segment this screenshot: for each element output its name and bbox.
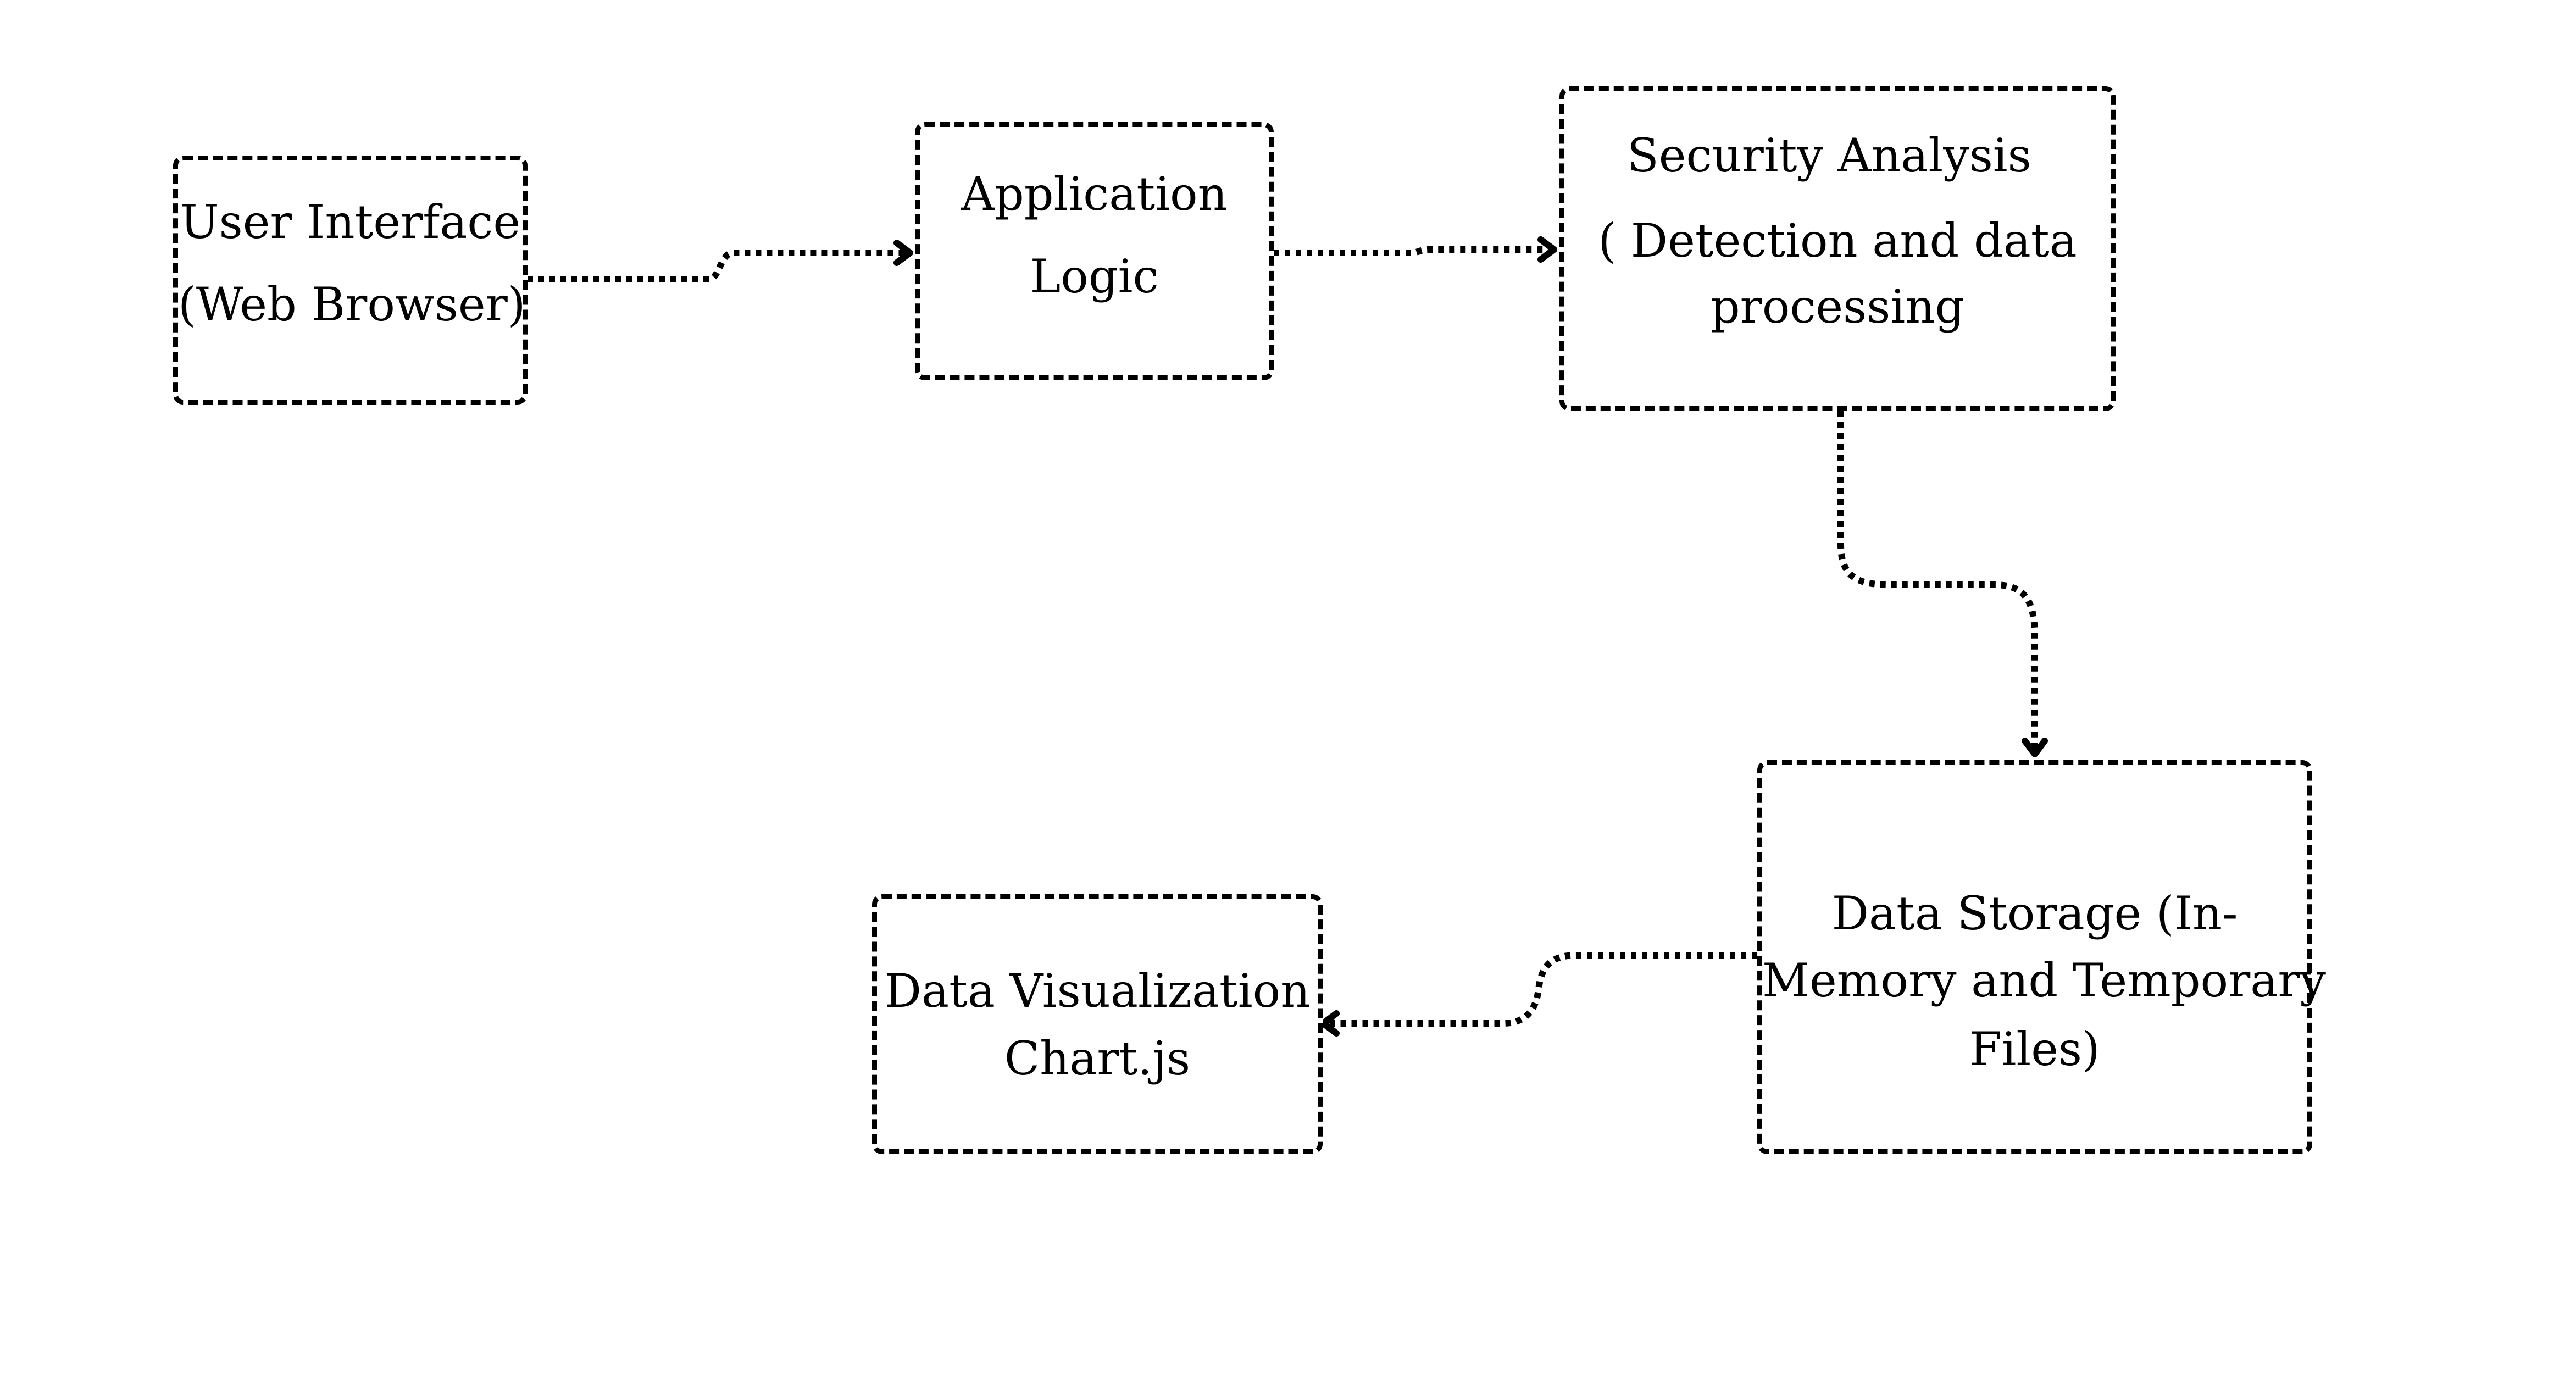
node-security-analysis: Security Analysis ( Detection and data p… xyxy=(1559,86,2116,411)
arrowhead-ui-to-logic xyxy=(893,240,913,266)
node-data-storage-line-2: Memory and Temporary xyxy=(1762,954,2326,1007)
connector-storage-to-viz xyxy=(1326,952,1757,1027)
node-data-storage: Data Storage (In- Memory and Temporary F… xyxy=(1757,760,2326,1154)
node-application-logic-line-1: Application xyxy=(961,167,1228,221)
node-application-logic-line-2: Logic xyxy=(1030,250,1159,303)
node-security-analysis-line-2: ( Detection and data xyxy=(1598,214,2077,268)
connector-ui-to-logic xyxy=(528,250,907,282)
node-application-logic: Application Logic xyxy=(915,122,1274,380)
arrowhead-logic-to-security xyxy=(1537,236,1557,263)
node-data-storage-line-1: Data Storage (In- xyxy=(1831,887,2238,940)
node-user-interface-line-1: User Interface xyxy=(180,195,521,249)
node-data-storage-line-3: Files) xyxy=(1969,1022,2100,1076)
connector-security-to-storage xyxy=(1837,411,2038,751)
arrowhead-storage-to-viz xyxy=(1320,1010,1340,1037)
node-data-visualization-line-1: Data Visualization xyxy=(884,964,1311,1018)
node-data-visualization: Data Visualization Chart.js xyxy=(872,894,1323,1154)
node-security-analysis-line-3: processing xyxy=(1710,280,1965,334)
arrowhead-security-to-storage xyxy=(2022,738,2048,757)
node-user-interface: User Interface (Web Browser) xyxy=(173,156,528,405)
node-security-analysis-line-1: Security Analysis xyxy=(1627,129,2031,182)
node-user-interface-line-2: (Web Browser) xyxy=(178,278,526,331)
connector-logic-to-security xyxy=(1274,246,1551,256)
node-data-visualization-line-2: Chart.js xyxy=(1004,1032,1191,1085)
